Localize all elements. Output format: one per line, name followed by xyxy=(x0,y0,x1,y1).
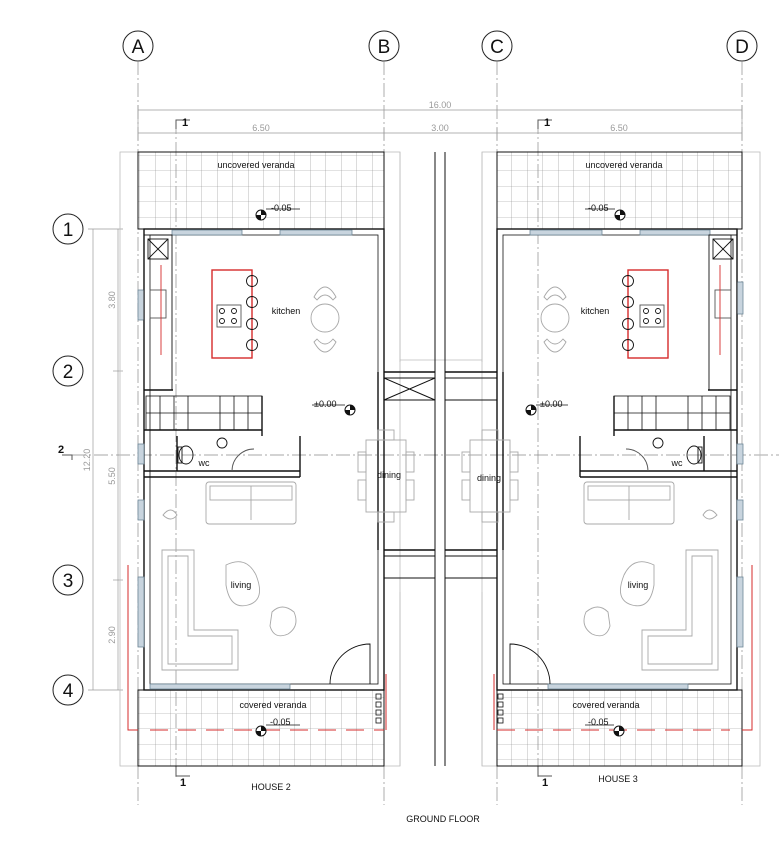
dim-seg-3: 2.90 xyxy=(107,626,117,644)
house-title-2: HOUSE 2 xyxy=(251,782,291,792)
grid-bubble-2: 2 xyxy=(52,355,84,387)
dimension-texts: 16.00 6.50 3.00 6.50 12.20 3.80 5.50 2.9… xyxy=(82,100,628,644)
grid-bubble-d: D xyxy=(726,30,758,62)
dimension-lines xyxy=(88,105,743,691)
svg-text:2: 2 xyxy=(63,362,74,383)
level-label-covered-h3: -0.05 xyxy=(588,717,609,727)
plot-outline xyxy=(119,151,761,767)
veranda-posts xyxy=(375,693,504,724)
room-label-dining-h3: dining xyxy=(477,473,501,483)
svg-text:C: C xyxy=(490,37,504,58)
veranda-tiles xyxy=(137,151,743,767)
party-wall xyxy=(434,152,446,766)
entrance-doors xyxy=(329,643,551,685)
grid-bubble-3: 3 xyxy=(52,564,84,596)
grid-row-bubbles: 1 2 3 4 xyxy=(52,213,84,706)
room-label-uncovered-veranda-h2: uncovered veranda xyxy=(217,160,294,170)
level-label-floor-h2: ±0.00 xyxy=(314,399,336,409)
kitchen-house-2 xyxy=(143,234,258,391)
grid-bubble-1: 1 xyxy=(52,213,84,245)
svg-text:D: D xyxy=(735,37,749,58)
room-labels: uncovered veranda uncovered veranda kitc… xyxy=(198,160,683,710)
svg-text:2: 2 xyxy=(58,444,64,456)
grid-bubble-c: C xyxy=(481,30,513,62)
titles: HOUSE 2 HOUSE 3 GROUND FLOOR xyxy=(251,774,638,824)
house-title-3: HOUSE 3 xyxy=(598,774,638,784)
dim-seg-2: 5.50 xyxy=(107,467,117,485)
red-marks xyxy=(127,565,753,731)
level-marker xyxy=(585,724,625,737)
section-marker-labels: 1 1 1 1 2 xyxy=(58,117,550,789)
stairs xyxy=(145,395,731,431)
kitchen-house-3 xyxy=(622,234,738,391)
dining-tables xyxy=(357,429,519,523)
level-label-veranda-h3: -0.05 xyxy=(588,203,609,213)
level-labels: -0.05 -0.05 ±0.00 ±0.00 -0.05 -0.05 xyxy=(270,203,609,727)
room-label-kitchen-h3: kitchen xyxy=(581,306,610,316)
level-label-covered-h2: -0.05 xyxy=(270,717,291,727)
dim-seg-1: 3.80 xyxy=(107,291,117,309)
dim-height-total: 12.20 xyxy=(82,449,92,472)
level-marker xyxy=(525,404,568,416)
room-label-wc-h3: wc xyxy=(671,458,683,468)
svg-text:1: 1 xyxy=(182,117,188,129)
grid-bubble-4: 4 xyxy=(52,674,84,706)
connector-boxes xyxy=(383,377,498,579)
grid-bubble-a: A xyxy=(122,30,154,62)
grid-bubble-b: B xyxy=(368,30,400,62)
room-label-covered-veranda-h3: covered veranda xyxy=(572,700,639,710)
room-label-living-h3: living xyxy=(628,580,649,590)
dim-middle: 3.00 xyxy=(431,123,449,133)
level-label-floor-h3: ±0.00 xyxy=(540,399,562,409)
dim-left: 6.50 xyxy=(252,123,270,133)
level-label-veranda-h2: -0.05 xyxy=(271,203,292,213)
level-marker xyxy=(312,404,356,416)
svg-text:3: 3 xyxy=(63,571,74,592)
room-label-dining-h2: dining xyxy=(377,470,401,480)
sheet-title: GROUND FLOOR xyxy=(406,814,480,824)
level-markers xyxy=(255,208,626,737)
living-furniture xyxy=(161,481,719,671)
svg-text:1: 1 xyxy=(542,777,548,789)
svg-text:4: 4 xyxy=(63,681,74,702)
svg-text:1: 1 xyxy=(63,220,74,241)
level-marker xyxy=(255,208,300,221)
dim-overall: 16.00 xyxy=(429,100,452,110)
room-label-kitchen-h2: kitchen xyxy=(272,306,301,316)
kitchen-tables xyxy=(310,286,570,353)
svg-text:A: A xyxy=(132,37,145,58)
svg-text:B: B xyxy=(378,37,391,58)
room-label-living-h2: living xyxy=(231,580,252,590)
section-markers xyxy=(62,119,552,777)
level-marker xyxy=(255,724,300,737)
room-label-uncovered-veranda-h3: uncovered veranda xyxy=(585,160,662,170)
wc-fixtures xyxy=(177,437,703,472)
svg-text:1: 1 xyxy=(180,777,186,789)
dim-right: 6.50 xyxy=(610,123,628,133)
room-label-covered-veranda-h2: covered veranda xyxy=(239,700,306,710)
grid-column-bubbles: A B C D xyxy=(122,30,758,62)
room-label-wc-h2: wc xyxy=(198,458,210,468)
windows xyxy=(137,229,744,690)
svg-text:1: 1 xyxy=(544,117,550,129)
walls-house-3 xyxy=(445,228,738,691)
level-marker xyxy=(585,208,626,221)
